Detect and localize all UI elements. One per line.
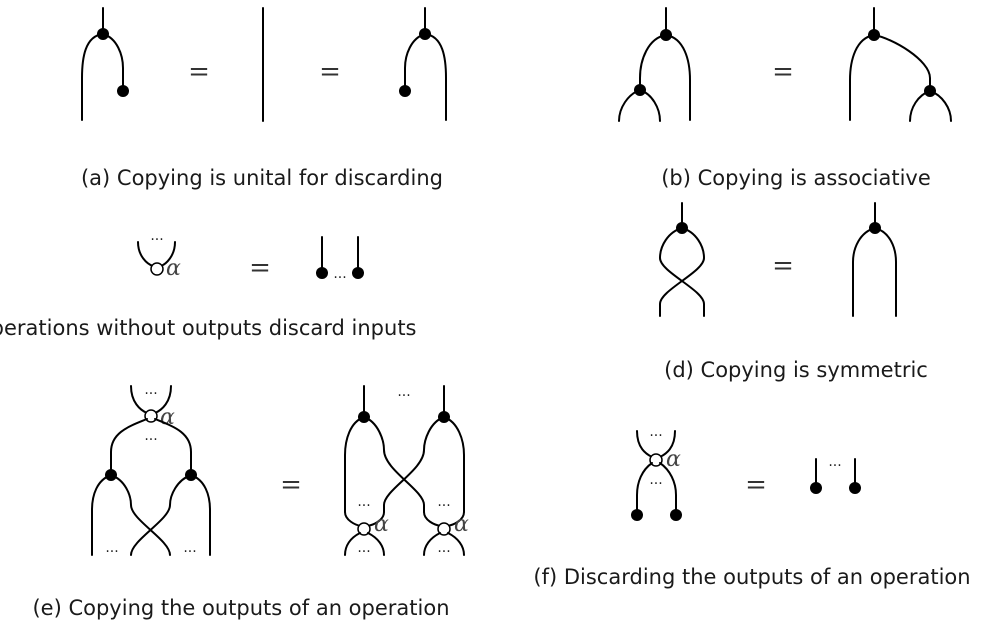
diagram-e-left: ... α ... ... ... <box>91 382 211 556</box>
caption-f: (f) Discarding the outputs of an operati… <box>533 565 970 589</box>
equals-sign: = <box>772 57 794 87</box>
ellipsis: ... <box>144 428 157 444</box>
diagram-c-right: ... <box>316 236 364 282</box>
diagram-a-right <box>399 7 447 121</box>
caption-c: (c) Operations without outputs discard i… <box>0 316 416 340</box>
ellipsis: ... <box>437 494 450 510</box>
ellipsis: ... <box>437 540 450 556</box>
ellipsis: ... <box>828 454 841 470</box>
ellipsis: ... <box>649 424 662 440</box>
operation-label: α <box>454 512 469 537</box>
ellipsis: ... <box>144 382 157 398</box>
caption-b: (b) Copying is associative <box>661 166 931 190</box>
equals-sign: = <box>188 57 210 87</box>
diagram-d-right <box>852 202 897 317</box>
operation-label: α <box>666 447 681 472</box>
panel-b: = (b) Copying is associative <box>618 7 952 190</box>
equals-sign: = <box>249 253 271 283</box>
operation-label: α <box>166 256 181 281</box>
panel-e: ... α ... ... ... = ... <box>32 382 469 620</box>
ellipsis: ... <box>105 540 118 556</box>
panel-c: ... α = ... (c) Operations without outpu… <box>0 228 416 340</box>
diagram-b-right <box>849 7 952 122</box>
panel-d: = (d) Copying is symmetric <box>659 202 928 382</box>
equals-sign: = <box>745 470 767 500</box>
ellipsis: ... <box>183 540 196 556</box>
caption-e: (e) Copying the outputs of an operation <box>32 596 449 620</box>
ellipsis: ... <box>150 228 163 244</box>
equals-sign: = <box>772 251 794 281</box>
caption-a: (a) Copying is unital for discarding <box>81 166 443 190</box>
ellipsis: ... <box>649 472 662 488</box>
diagram-a-left <box>81 7 129 121</box>
operation-label: α <box>374 512 389 537</box>
equals-sign: = <box>319 57 341 87</box>
operation-label: α <box>160 405 175 430</box>
ellipsis: ... <box>357 494 370 510</box>
ellipsis: ... <box>333 266 346 282</box>
diagram-d-left <box>659 202 705 317</box>
panel-a: = = (a) Copying is unital for discarding <box>81 7 447 190</box>
diagram-e-right: ... ... ... α ... α ... <box>344 384 469 556</box>
diagram-f-left: ... α ... <box>631 424 682 521</box>
ellipsis: ... <box>397 384 410 400</box>
diagram-b-left <box>618 7 691 122</box>
equals-sign: = <box>280 470 302 500</box>
caption-d: (d) Copying is symmetric <box>664 358 928 382</box>
ellipsis: ... <box>357 540 370 556</box>
diagram-f-right: ... <box>810 454 861 494</box>
panel-f: ... α ... = ... (f) Discarding the outpu… <box>533 424 970 589</box>
diagram-c-left: ... α <box>137 228 181 281</box>
